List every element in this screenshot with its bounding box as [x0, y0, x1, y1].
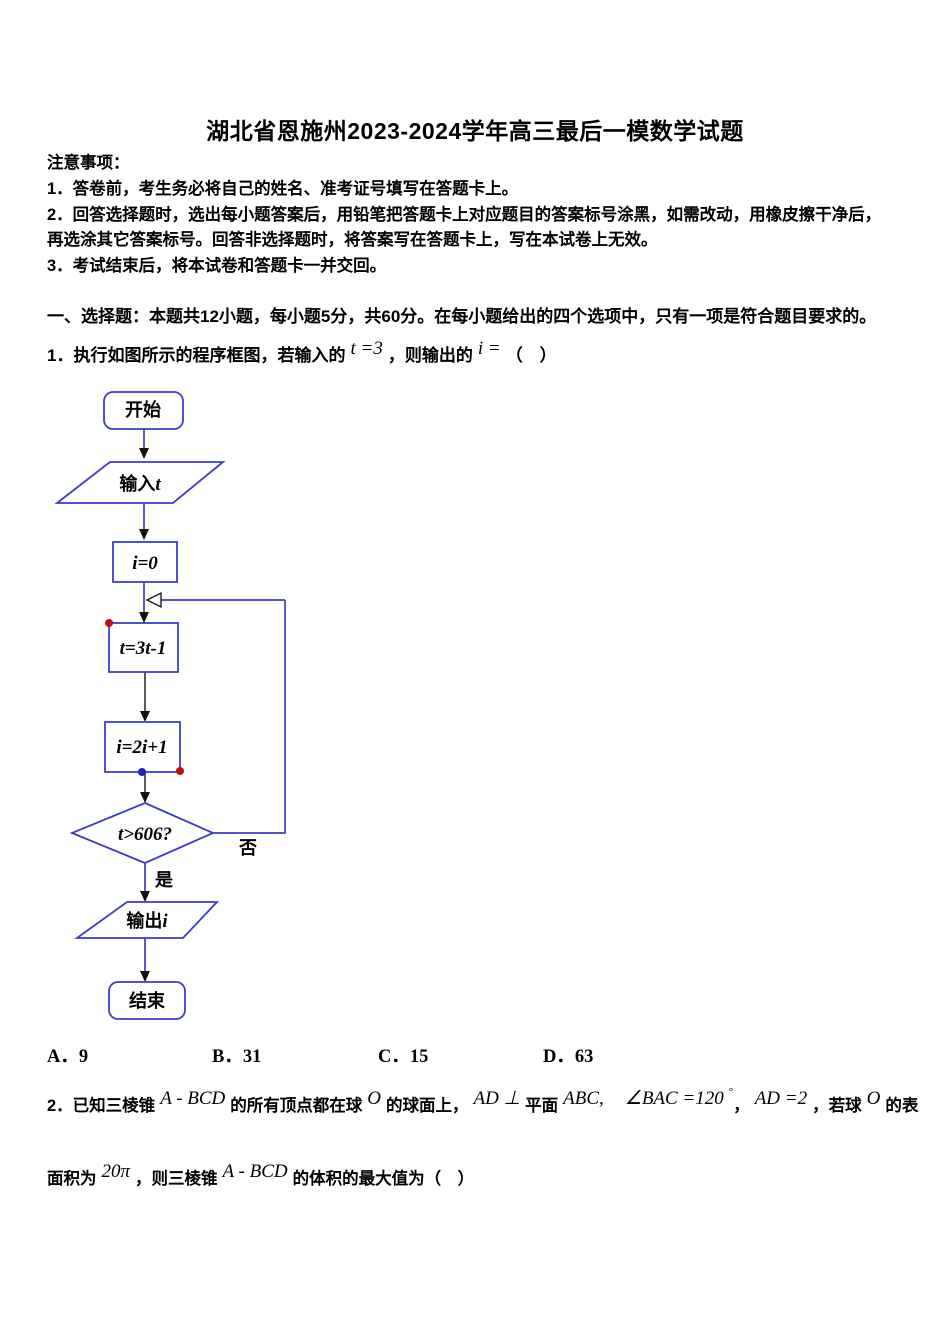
- arrowhead-icon: [139, 529, 149, 540]
- arrowhead-icon: [140, 792, 150, 803]
- init-node-shape: [112, 541, 178, 583]
- assign-t-node-label: t=3t-1: [120, 638, 167, 659]
- question-2-segment: 的球面上，: [386, 1097, 469, 1115]
- inline-math-t-equals-3: t =3: [350, 338, 383, 359]
- notice-heading: 注意事项：: [47, 154, 130, 172]
- inline-math-sphere-o: O: [866, 1088, 881, 1109]
- assign-t-node-shape: [108, 622, 179, 673]
- arrowhead-icon: [139, 448, 149, 459]
- init-node-label: i=0: [132, 553, 158, 574]
- inline-math-tetrahedron: A - BCD: [222, 1161, 288, 1182]
- inline-math-abc: ABC,: [563, 1088, 604, 1109]
- question-2-segment: 的所有顶点都在球: [230, 1097, 363, 1115]
- question-2-segment: ，则三棱锥: [135, 1170, 218, 1188]
- option-b: B．31: [212, 1047, 262, 1067]
- inline-math-ad-perp: AD ⊥: [473, 1088, 521, 1109]
- start-node-shape: [103, 391, 184, 430]
- decision-node-shape: [69, 802, 216, 864]
- start-node-label: 开始: [125, 399, 161, 420]
- question-1-segment: （ ）: [505, 346, 557, 365]
- end-node-shape: [108, 981, 186, 1020]
- arrowhead-icon: [140, 971, 150, 982]
- notice-section: 注意事项： 1．答卷前，考生务必将自己的姓名、准考证号填写在答题卡上。 2．回答…: [47, 151, 909, 280]
- question-2-segment: 的表: [885, 1097, 919, 1115]
- inline-math-ad-equals-2: AD =2: [754, 1088, 808, 1109]
- option-c: C．15: [378, 1047, 429, 1067]
- blue-handle-dot: [138, 768, 146, 776]
- question-2-segment: 面积为: [47, 1170, 97, 1188]
- inline-math-sphere-o: O: [367, 1088, 382, 1109]
- open-arrowhead-icon: [145, 591, 162, 609]
- question-2-segment: ，: [733, 1097, 750, 1115]
- question-1-segment: 1．执行如图所示的程序框图，若输入的: [47, 346, 346, 365]
- arrowhead-icon: [140, 711, 150, 722]
- input-node-label-text: 输入: [119, 473, 155, 494]
- arrowhead-icon: [139, 612, 149, 623]
- yes-branch-label: 是: [154, 870, 173, 890]
- output-node-label-var: i: [162, 911, 168, 932]
- output-node-label: 输出i: [126, 910, 168, 932]
- inline-math-tetrahedron: A - BCD: [160, 1088, 226, 1109]
- decision-node-label: t>606?: [118, 824, 172, 845]
- red-handle-dot: [105, 619, 113, 627]
- red-handle-dot: [176, 767, 184, 775]
- section-1-heading: 一、选择题：本题共12小题，每小题5分，共60分。在每小题给出的四个选项中，只有…: [47, 307, 877, 326]
- no-branch-label: 否: [238, 838, 257, 858]
- question-1-options: A．9 B．31 C．15 D．63: [47, 1042, 927, 1067]
- arrowhead-icon: [140, 891, 150, 902]
- question-2-segment: ，若球: [812, 1097, 862, 1115]
- page-title: 湖北省恩施州2023-2024学年高三最后一模数学试题: [206, 118, 744, 144]
- input-node-label: 输入t: [119, 473, 161, 495]
- notice-item: 3．考试结束后，将本试卷和答题卡一并交回。: [47, 257, 387, 276]
- inline-math-i-equals: i =: [477, 338, 501, 359]
- option-a: A．9: [47, 1047, 89, 1067]
- question-2-segment: 平面: [525, 1097, 559, 1115]
- question-2-segment: 2．已知三棱锥: [47, 1097, 156, 1115]
- notice-item: 再选涂其它答案标号。回答非选择题时，将答案写在答题卡上，写在本试卷上无效。: [47, 231, 658, 250]
- end-node-label: 结束: [129, 990, 166, 1011]
- inline-math-20pi: 20π: [101, 1161, 131, 1182]
- notice-item: 1．答卷前，考生务必将自己的姓名、准考证号填写在答题卡上。: [47, 179, 519, 198]
- input-node-shape: [54, 461, 226, 504]
- notice-item: 2．回答选择题时，选出每小题答案后，用铅笔把答题卡上对应题目的答案标号涂黑，如需…: [47, 205, 882, 224]
- loop-back-line: [213, 600, 286, 834]
- question-1-segment: ，则输出的: [387, 346, 473, 365]
- input-node-label-var: t: [155, 474, 161, 495]
- output-node-shape: [74, 901, 220, 939]
- option-d: D．63: [543, 1047, 594, 1067]
- flowchart-diagram: 开始 输入t i=0 t=3t-1 i=2i+1 t>606? 否 是 输出i …: [54, 391, 286, 1020]
- degree-symbol: °: [728, 1086, 734, 1098]
- assign-i-node-label: i=2i+1: [116, 737, 167, 758]
- question-2-segment: 的体积的最大值为（ ）: [292, 1170, 475, 1188]
- assign-i-node-shape: [104, 721, 181, 773]
- inline-math-angle-bac: ∠BAC =120: [624, 1088, 724, 1109]
- output-node-label-text: 输出: [126, 910, 162, 931]
